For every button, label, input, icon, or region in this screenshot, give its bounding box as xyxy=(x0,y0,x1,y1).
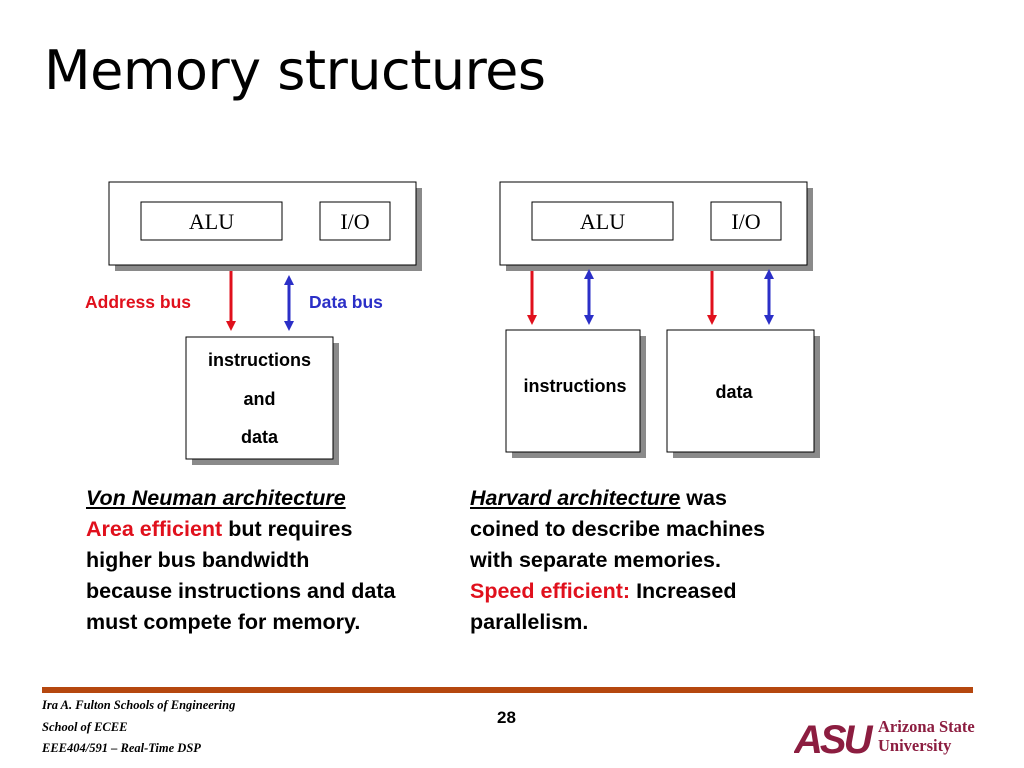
harvard-alu-label: ALU xyxy=(580,209,625,234)
harvard-description: Harvard architecture was coined to descr… xyxy=(470,483,765,638)
von-neuman-description: Von Neuman architecture Area efficient b… xyxy=(86,483,395,638)
von-neuman-line4: must compete for memory. xyxy=(86,610,361,634)
architecture-diagram: ALU I/O Address bus Data bus instruction… xyxy=(85,181,820,465)
slide-title: Memory structures xyxy=(44,39,546,102)
footer-divider xyxy=(42,687,973,693)
harvard-io-label: I/O xyxy=(731,209,760,234)
footer-school: Ira A. Fulton Schools of Engineering xyxy=(42,698,236,712)
von-neuman-io-box xyxy=(319,201,391,241)
asu-logo-line2: University xyxy=(878,736,952,755)
footer-department: School of ECEE xyxy=(42,720,128,734)
page-number: 28 xyxy=(497,708,516,727)
harvard-line1: coined to describe machines xyxy=(470,517,766,541)
area-efficient-highlight: Area efficient xyxy=(86,517,223,541)
von-neuman-alu-box xyxy=(140,201,283,241)
harvard-io-box xyxy=(710,201,782,241)
von-neuman-io-label: I/O xyxy=(340,209,369,234)
harvard-line4: parallelism. xyxy=(470,610,589,634)
von-neuman-line1-rest: but requires xyxy=(222,517,353,541)
harvard-data-label: data xyxy=(715,382,753,402)
von-neuman-line2: higher bus bandwidth xyxy=(86,548,310,572)
von-neuman-line3: because instructions and data xyxy=(86,579,396,603)
harvard-data-memory-box: data xyxy=(666,329,820,458)
harvard-line3-rest: Increased xyxy=(630,579,737,603)
data-bus-label: Data bus xyxy=(309,292,383,312)
footer-course: EEE404/591 – Real-Time DSP xyxy=(42,741,201,755)
harvard-line2: with separate memories. xyxy=(470,548,721,572)
von-neuman-heading: Von Neuman architecture xyxy=(86,486,346,510)
harvard-cpu-box: ALU I/O xyxy=(499,181,813,271)
asu-logo-mark: ASU xyxy=(794,718,874,758)
asu-logo: ASU Arizona State University xyxy=(794,717,975,758)
von-neuman-alu-label: ALU xyxy=(189,209,234,234)
harvard-heading-rest: was xyxy=(680,486,727,510)
von-neuman-memory-box: instructions and data xyxy=(185,336,339,465)
speed-efficient-highlight: Speed efficient: xyxy=(470,579,631,603)
memory-line-data: data xyxy=(241,427,279,447)
memory-line-instructions: instructions xyxy=(208,350,311,370)
memory-line-and: and xyxy=(243,389,275,409)
asu-logo-line1: Arizona State xyxy=(878,717,975,736)
harvard-instructions-label: instructions xyxy=(523,376,626,396)
harvard-alu-box xyxy=(531,201,674,241)
address-bus-label: Address bus xyxy=(85,292,191,312)
harvard-instructions-memory-box: instructions xyxy=(505,329,646,458)
harvard-heading: Harvard architecture xyxy=(470,486,681,510)
von-neuman-cpu-box: ALU I/O xyxy=(108,181,422,271)
